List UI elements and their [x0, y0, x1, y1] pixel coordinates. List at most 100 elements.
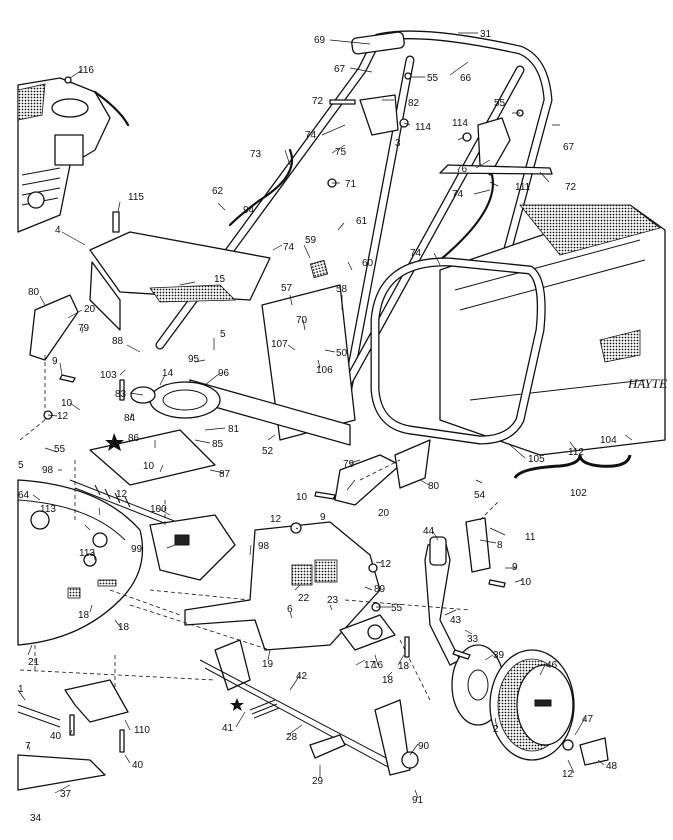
label-2: 2: [493, 724, 499, 735]
label-14: 14: [162, 368, 174, 379]
label-59: 59: [305, 235, 317, 246]
label-106: 106: [316, 365, 333, 376]
callout-labels: 116 31 69 66 67 55 82 72 55 67 114 114 7…: [18, 29, 618, 824]
label-67: 67: [563, 142, 575, 153]
label-84: 84: [124, 413, 136, 424]
label-33: 33: [467, 634, 479, 645]
label-57: 57: [281, 283, 293, 294]
wheel-assembly: [424, 517, 609, 766]
label-12: 12: [380, 559, 392, 570]
label-19: 19: [262, 659, 274, 670]
label-74: 74: [410, 248, 422, 259]
label-46: 46: [546, 660, 558, 671]
label-91: 91: [412, 795, 424, 806]
label-76: 76: [456, 164, 468, 175]
label-58: 58: [336, 284, 348, 295]
label-100: 100: [150, 504, 167, 515]
label-20: 20: [84, 304, 96, 315]
label-48: 48: [606, 761, 618, 772]
label-50: 50: [336, 348, 348, 359]
label-40: 40: [50, 731, 62, 742]
label-79: 79: [78, 323, 90, 334]
label-83: 83: [115, 389, 127, 400]
label-85: 85: [212, 439, 224, 450]
label-69: 69: [314, 35, 326, 46]
label-37: 37: [60, 789, 72, 800]
label-11: 11: [525, 532, 536, 543]
label-94: 94: [243, 205, 255, 216]
label-82: 82: [408, 98, 420, 109]
label-95: 95: [188, 354, 200, 365]
label-114: 114: [452, 118, 468, 129]
handle-frame: [155, 30, 553, 435]
label-55: 55: [494, 98, 506, 109]
label-66: 66: [460, 73, 472, 84]
label-6: 6: [287, 604, 293, 615]
label-44: 44: [423, 526, 435, 537]
label-73: 73: [250, 149, 262, 160]
mower-deck: [17, 479, 144, 646]
label-116: 116: [78, 65, 94, 76]
label-102: 102: [570, 488, 587, 499]
label-43: 43: [450, 615, 462, 626]
label-9: 9: [512, 562, 518, 573]
label-64: 64: [18, 490, 30, 501]
label-34: 34: [30, 813, 42, 824]
label-18: 18: [118, 622, 130, 633]
label-12: 12: [57, 411, 69, 422]
label-104: 104: [600, 435, 617, 446]
label-10: 10: [143, 461, 155, 472]
label-10: 10: [61, 398, 73, 409]
label-5: 5: [18, 460, 24, 471]
drive-assembly: [69, 381, 236, 581]
label-74: 74: [452, 189, 464, 200]
label-9: 9: [320, 512, 326, 523]
label-16: 16: [372, 660, 384, 671]
label-5: 5: [220, 329, 226, 340]
label-10: 10: [520, 577, 532, 588]
label-103: 103: [100, 370, 117, 381]
label-98: 98: [42, 465, 54, 476]
label-113: 113: [40, 504, 56, 515]
label-81: 81: [228, 424, 240, 435]
label-110: 110: [134, 725, 150, 736]
label-20: 20: [378, 508, 390, 519]
side-frame: [184, 521, 396, 651]
brand-text: HAYTE: [627, 376, 667, 391]
label-23: 23: [327, 595, 339, 606]
label-80: 80: [428, 481, 440, 492]
label-12: 12: [116, 489, 128, 500]
label-54: 54: [474, 490, 486, 501]
engine-assembly: [17, 77, 130, 233]
label-75: 75: [335, 147, 347, 158]
label-10: 10: [296, 492, 308, 503]
leader-lines: [17, 32, 633, 799]
grass-catcher: HAYTE: [370, 204, 667, 479]
label-114: 114: [415, 122, 431, 133]
fasteners: [43, 72, 553, 753]
label-111: 111: [515, 182, 531, 193]
label-28: 28: [286, 732, 298, 743]
label-67: 67: [334, 64, 346, 75]
label-60: 60: [362, 258, 374, 269]
label-96: 96: [218, 368, 230, 379]
label-12: 12: [270, 514, 282, 525]
label-39: 39: [493, 650, 505, 661]
label-15: 15: [214, 274, 226, 285]
label-18: 18: [78, 610, 90, 621]
label-41: 41: [222, 723, 234, 734]
label-80: 80: [28, 287, 40, 298]
label-72: 72: [312, 96, 324, 107]
label-74: 74: [283, 242, 295, 253]
label-3: 3: [395, 138, 401, 149]
label-4: 4: [55, 225, 61, 236]
label-18: 18: [382, 675, 394, 686]
label-86: 86: [128, 433, 140, 444]
label-90: 90: [418, 741, 430, 752]
label-115: 115: [128, 192, 144, 203]
label-113: 113: [79, 548, 95, 559]
label-105: 105: [528, 454, 545, 465]
label-72: 72: [565, 182, 577, 193]
